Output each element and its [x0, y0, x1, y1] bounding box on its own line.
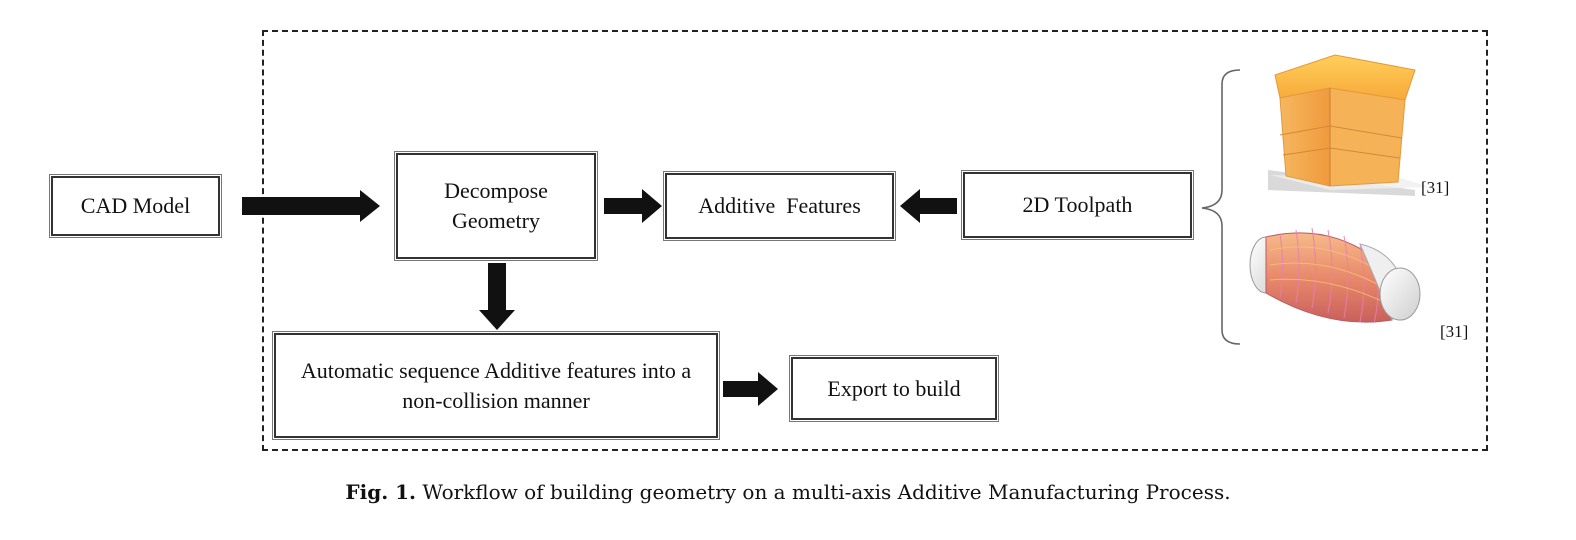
- arrow-decompose-to-sequence: [479, 263, 515, 330]
- figure-caption: Fig. 1. Workflow of building geometry on…: [0, 480, 1576, 504]
- node-2d-toolpath: 2D Toolpath: [961, 170, 1194, 240]
- figure-caption-text: Workflow of building geometry on a multi…: [422, 480, 1231, 504]
- node-2d-toolpath-label: 2D Toolpath: [1022, 192, 1133, 217]
- arrow-cad-to-decompose: [242, 190, 380, 222]
- node-decompose-geometry: Decompose Geometry: [394, 151, 598, 261]
- node-additive-features: Additive Features: [663, 171, 896, 241]
- node-decompose-geometry-label: Decompose Geometry: [444, 178, 548, 233]
- workflow-boundary: [262, 30, 1488, 451]
- citation-top: [31]: [1421, 178, 1450, 197]
- curly-brace: [1201, 69, 1241, 345]
- arrow-toolpath-to-additive: [900, 189, 957, 223]
- node-cad-model: CAD Model: [49, 174, 222, 238]
- arrow-sequence-to-export: [723, 372, 778, 406]
- node-automatic-sequence-label: Automatic sequence Additive features int…: [300, 357, 692, 413]
- node-export-to-build-label: Export to build: [827, 375, 961, 401]
- orange-box-toolpath-icon: [1268, 54, 1430, 196]
- node-automatic-sequence: Automatic sequence Additive features int…: [272, 331, 720, 440]
- citation-bottom: [31]: [1440, 322, 1469, 341]
- node-cad-model-label: CAD Model: [80, 193, 191, 218]
- figure-label: Fig. 1.: [345, 480, 417, 504]
- node-export-to-build: Export to build: [789, 355, 999, 422]
- node-additive-features-label: Additive Features: [698, 193, 861, 218]
- cylinder-toolpath-icon: [1249, 227, 1421, 324]
- arrow-decompose-to-additive: [604, 189, 662, 223]
